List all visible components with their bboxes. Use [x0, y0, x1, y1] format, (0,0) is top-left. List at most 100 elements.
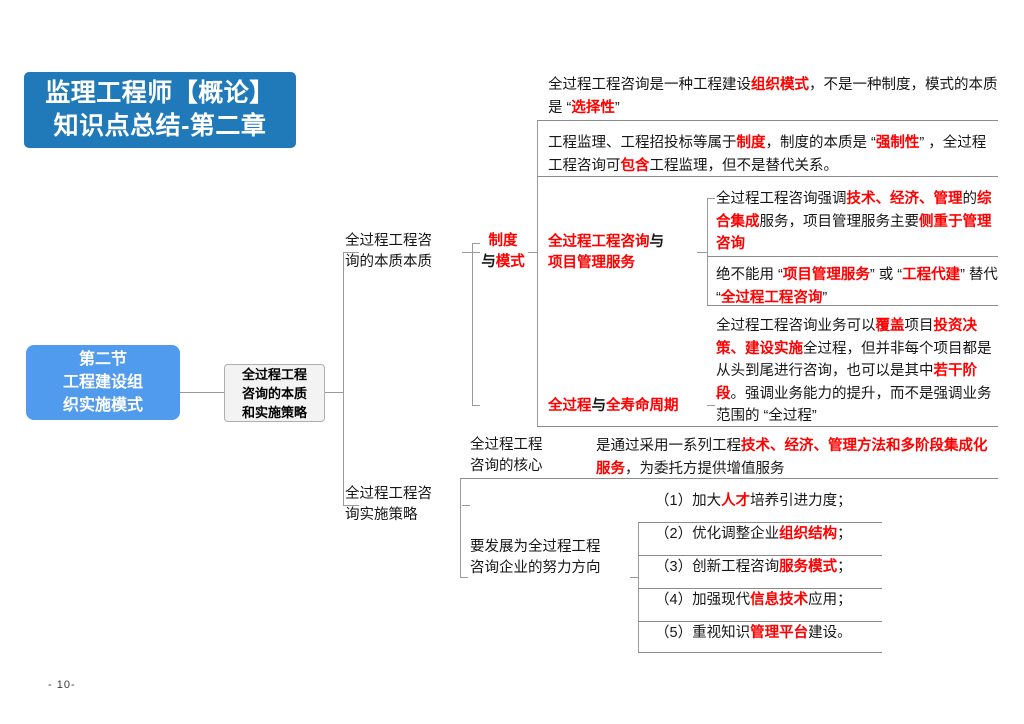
nosub-r1: 项目管理服务	[782, 267, 870, 283]
root-node-line-3: 织实施模式	[62, 397, 143, 414]
supervision-r1: 制度	[736, 135, 766, 151]
topic-consulting-vs-pm-red-2: 项目管理服务	[548, 255, 635, 271]
connector-lifecycle-stub	[707, 405, 715, 406]
connector-direction-stub	[630, 577, 638, 578]
underline-effort-4	[638, 621, 882, 622]
mode-nature-p3: 的本质是 “	[548, 77, 998, 116]
topic-consulting-vs-pm-black: 与	[649, 234, 665, 250]
topic-lifecycle-red-1: 全过程	[548, 398, 592, 414]
effort-4-highlight: 信息技术	[750, 592, 809, 608]
underline-effort-5	[638, 652, 882, 653]
effort-1-highlight: 人才	[721, 493, 751, 509]
underline-effort-1	[638, 522, 882, 523]
topic-system-and-mode-line-1: 制度	[472, 231, 534, 252]
node-essence-and-strategy-line-1: 全过程工程	[241, 366, 307, 382]
effort-3-pre: 创新工程咨询	[692, 559, 780, 575]
coverage-r2: 投资决策、建设实施	[716, 318, 977, 357]
list-item-effort-1[interactable]: （1）加大人才培养引进力度；	[655, 490, 885, 512]
node-implementation-strategy[interactable]: 全过程工程咨 询实施策略	[345, 484, 465, 526]
nosub-p3: ” 替代 “	[716, 267, 998, 306]
underline-core	[460, 478, 998, 479]
topic-wholeprocess-vs-lifecycle[interactable]: 全过程与全寿命周期	[548, 396, 708, 417]
integration-r1: 技术、经济、管理	[846, 191, 963, 207]
connector-direction-bracket	[638, 522, 639, 652]
integration-p3: 服务，项目管理服务主要	[759, 213, 920, 230]
coverage-p2: 项目	[904, 318, 934, 334]
slide-title-line-2: 知识点总结-第二章	[53, 112, 267, 140]
core-r1: 技术、经济、管理方法和多阶段集成化服务	[596, 438, 988, 477]
list-item-effort-2[interactable]: （2）优化调整企业组织结构；	[655, 523, 885, 545]
list-item-effort-4[interactable]: （4）加强现代信息技术应用；	[655, 589, 885, 611]
supervision-r2: 强制性	[875, 135, 920, 151]
topic-system-and-mode[interactable]: 制度 与模式	[472, 231, 534, 273]
topic-development-direction[interactable]: 要发展为全过程工程 咨询企业的努力方向	[470, 537, 635, 579]
list-item-effort-3[interactable]: （3）创新工程咨询服务模式；	[655, 556, 885, 578]
root-node-line-1: 第二节	[78, 351, 127, 368]
connector-to-consult-vs-pm	[472, 252, 480, 253]
effort-5-number: （5）	[655, 625, 693, 641]
connector-main-bracket	[343, 252, 344, 505]
mode-nature-p1: 全过程工程咨询是一种工程建设	[548, 77, 751, 93]
topic-core-line-1: 全过程工程	[470, 437, 543, 453]
effort-3-number: （3）	[655, 559, 693, 575]
effort-5-pre: 重视知识	[692, 625, 751, 641]
mode-nature-r2: 选择性	[571, 99, 615, 116]
connector-to-direction	[460, 577, 468, 578]
topic-direction-line-2: 咨询企业的努力方向	[470, 560, 601, 576]
integration-r2: 综合集成	[716, 191, 992, 230]
node-strategy-line-1: 全过程工程咨	[345, 486, 432, 502]
node-strategy-line-2: 询实施策略	[345, 507, 418, 523]
effort-4-number: （4）	[655, 592, 693, 608]
topic-lifecycle-black: 与	[591, 398, 607, 414]
node-essence-and-strategy[interactable]: 全过程工程 咨询的本质 和实施策略	[224, 364, 325, 422]
text-block-integration: 全过程工程咨询强调技术、经济、管理的综合集成服务，项目管理服务主要侧重于管理咨询	[716, 188, 1000, 256]
connector-root-to-main	[180, 392, 224, 393]
page-number: - 10-	[48, 679, 76, 691]
core-p2: ，为委托方提供增值服务	[625, 460, 785, 477]
mode-nature-r1: 组织模式	[751, 77, 809, 93]
effort-1-pre: 加大	[692, 493, 722, 509]
connector-to-strategy	[343, 505, 359, 506]
integration-r3: 侧重于管理咨询	[716, 213, 992, 253]
effort-1-post: 培养引进力度；	[750, 493, 852, 509]
topic-lifecycle-red-2: 全寿命周期	[606, 398, 679, 414]
integration-p2: 的	[962, 191, 978, 207]
connector-consultpm-bracket	[707, 198, 708, 305]
coverage-p3: 全过程，但并非每个项目都是从头到尾进行咨询，也可以是其中	[716, 340, 992, 380]
root-node-section-two[interactable]: 第二节 工程建设组 织实施模式	[26, 345, 180, 420]
supervision-p3: ” ，	[919, 135, 943, 151]
topic-core-line-2: 咨询的核心	[470, 458, 543, 474]
node-essence-of-consulting[interactable]: 全过程工程咨 询的本质本质	[345, 231, 465, 273]
nosub-r3: 全过程工程咨询	[720, 289, 823, 306]
node-essence-line-1: 全过程工程咨	[345, 233, 432, 249]
effort-3-post: ；	[837, 559, 852, 575]
coverage-p1: 全过程工程咨询业务可以	[716, 318, 876, 334]
effort-2-highlight: 组织结构	[779, 526, 838, 542]
underline-coverage	[537, 426, 998, 427]
root-node-line-2: 工程建设组	[62, 374, 143, 391]
effort-2-pre: 优化调整企业	[692, 526, 780, 542]
connector-strategy-bracket	[460, 478, 461, 577]
topic-core-of-consulting[interactable]: 全过程工程 咨询的核心	[470, 435, 575, 477]
connector-to-lifecycle	[472, 405, 480, 406]
topic-consulting-vs-pm[interactable]: 全过程工程咨询与 项目管理服务	[548, 232, 698, 274]
text-block-mode-nature: 全过程工程咨询是一种工程建设组织模式，不是一种制度，模式的本质是 “选择性”	[548, 74, 998, 119]
core-p1: 是通过采用一系列工程	[596, 438, 741, 454]
node-essence-line-2: 询的本质本质	[345, 254, 432, 270]
slide-title-banner: 监理工程师【概论】 知识点总结-第二章	[24, 72, 296, 148]
effort-4-post: 应用；	[808, 592, 852, 608]
integration-p1: 全过程工程咨询强调	[716, 191, 847, 207]
mode-nature-p2: ，不是一种制度，模式	[809, 77, 954, 93]
underline-effort-3	[638, 588, 882, 589]
connector-to-integration	[707, 198, 715, 199]
supervision-p4: 全过程工程咨询可	[548, 135, 987, 174]
connector-systemmode-stub	[528, 252, 537, 253]
connector-to-system-mode	[472, 243, 480, 244]
supervision-p1: 工程监理、工程招投标等属于	[548, 135, 737, 151]
coverage-r3: 若干阶段	[716, 363, 977, 402]
text-block-supervision-system: 工程监理、工程招投标等属于制度，制度的本质是 “强制性” ，全过程工程咨询可包含…	[548, 132, 998, 177]
topic-direction-line-1: 要发展为全过程工程	[470, 539, 601, 555]
list-item-effort-5[interactable]: （5）重视知识管理平台建设。	[655, 622, 885, 644]
underline-effort-2	[638, 555, 882, 556]
